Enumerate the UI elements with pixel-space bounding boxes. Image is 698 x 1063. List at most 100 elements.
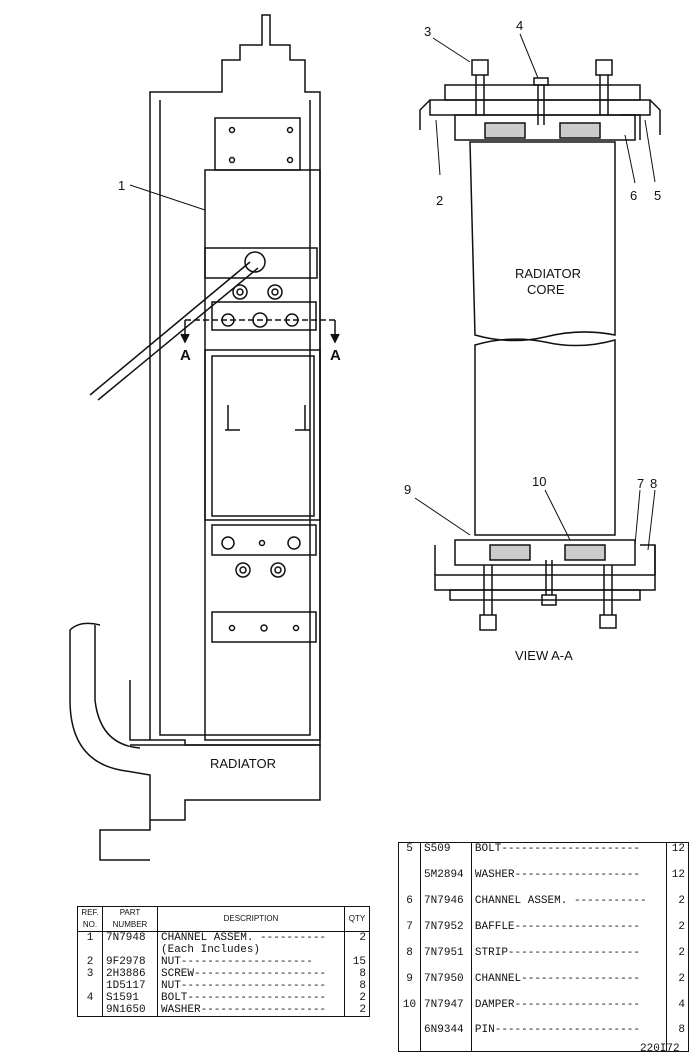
cell-qty: 12	[665, 869, 689, 896]
header-desc: DESCRIPTION	[157, 906, 345, 932]
callout-9: 9	[404, 482, 411, 497]
cell-ref: 8	[397, 946, 421, 973]
cell-ref: 6	[397, 895, 421, 922]
cell-desc: NUT----------------------	[157, 980, 345, 992]
cell-desc: (Each Includes)	[157, 944, 345, 956]
cell-qty: 2	[665, 946, 689, 973]
callout-5: 5	[654, 188, 661, 203]
view-caption: VIEW A-A	[515, 648, 573, 663]
cell-ref: 9	[397, 972, 421, 999]
cell-part: 7N7952	[420, 921, 472, 947]
header-ref: REF. NO.	[77, 906, 103, 932]
cell-qty: 2	[344, 1004, 370, 1017]
cell-ref: 4	[77, 992, 103, 1004]
callout-7: 7	[637, 476, 644, 491]
cell-ref: 10	[397, 998, 421, 1025]
radiator-core-label-2: CORE	[527, 282, 565, 297]
cell-part: 9F2978	[102, 956, 158, 968]
cell-part: 9N1650	[102, 1004, 158, 1017]
cell-qty: 12	[665, 842, 689, 870]
cell-part: 2H3886	[102, 968, 158, 980]
cell-ref	[77, 980, 103, 992]
cell-part: 5M2894	[420, 869, 472, 896]
callout-10: 10	[532, 474, 546, 489]
cell-part	[102, 944, 158, 956]
callout-8: 8	[650, 476, 657, 491]
cell-qty: 2	[344, 931, 370, 944]
cell-qty: 2	[665, 972, 689, 999]
cell-part: 7N7948	[102, 931, 158, 944]
callout-3: 3	[424, 24, 431, 39]
cell-qty: 2	[665, 921, 689, 947]
cell-desc: STRIP--------------------	[470, 946, 667, 973]
cell-qty: 2	[665, 895, 689, 922]
cell-desc: CHANNEL ASSEM. ----------	[157, 931, 345, 944]
cell-part: 7N7951	[420, 946, 472, 973]
callout-6: 6	[630, 188, 637, 203]
cell-part: 7N7947	[420, 998, 472, 1025]
cell-ref: 5	[397, 842, 421, 870]
cell-part: 1D5117	[102, 980, 158, 992]
cell-part: S1591	[102, 992, 158, 1004]
callout-4: 4	[516, 18, 523, 33]
cell-desc: CHANNEL------------------	[470, 972, 667, 999]
section-label-a-right: A	[330, 347, 341, 364]
cell-desc: WASHER-------------------	[470, 869, 667, 896]
cell-qty: 8	[665, 1024, 689, 1052]
cell-desc: NUT--------------------	[157, 956, 345, 968]
cell-desc: PIN----------------------	[470, 1024, 667, 1052]
cell-desc: BAFFLE-------------------	[470, 921, 667, 947]
drawing-number: 220I72	[640, 1043, 680, 1055]
cell-desc: CHANNEL ASSEM. -----------	[470, 895, 667, 922]
cell-ref	[77, 1004, 103, 1017]
cell-ref: 2	[77, 956, 103, 968]
radiator-core-label-1: RADIATOR	[515, 266, 581, 281]
cell-part: 7N7946	[420, 895, 472, 922]
cell-qty: 8	[344, 968, 370, 980]
callout-2: 2	[436, 193, 443, 208]
cell-ref	[397, 869, 421, 896]
cell-ref: 7	[397, 921, 421, 947]
callout-1: 1	[118, 178, 125, 193]
cell-desc: BOLT---------------------	[157, 992, 345, 1004]
table-row: (Each Includes)	[77, 944, 370, 956]
cell-ref	[77, 944, 103, 956]
cell-part: S509	[420, 842, 472, 870]
cell-qty: 2	[344, 992, 370, 1004]
radiator-label: RADIATOR	[210, 756, 276, 771]
cell-qty: 15	[344, 956, 370, 968]
cell-qty: 4	[665, 998, 689, 1025]
cell-qty	[344, 944, 370, 956]
cell-ref	[397, 1024, 421, 1052]
header-part: PART NUMBER	[102, 906, 158, 932]
cell-qty: 8	[344, 980, 370, 992]
cell-desc: DAMPER-------------------	[470, 998, 667, 1025]
cell-desc: WASHER-------------------	[157, 1004, 345, 1017]
cell-part: 7N7950	[420, 972, 472, 999]
radiator-assembly-outline	[69, 14, 340, 861]
table-header: REF. NO. PART NUMBER DESCRIPTION QTY	[77, 906, 370, 932]
cell-desc: BOLT---------------------	[470, 842, 667, 870]
cell-part: 6N9344	[420, 1024, 472, 1052]
header-qty: QTY	[344, 906, 370, 932]
cell-desc: SCREW--------------------	[157, 968, 345, 980]
view-a-a-section	[414, 33, 661, 631]
cell-ref: 1	[77, 931, 103, 944]
